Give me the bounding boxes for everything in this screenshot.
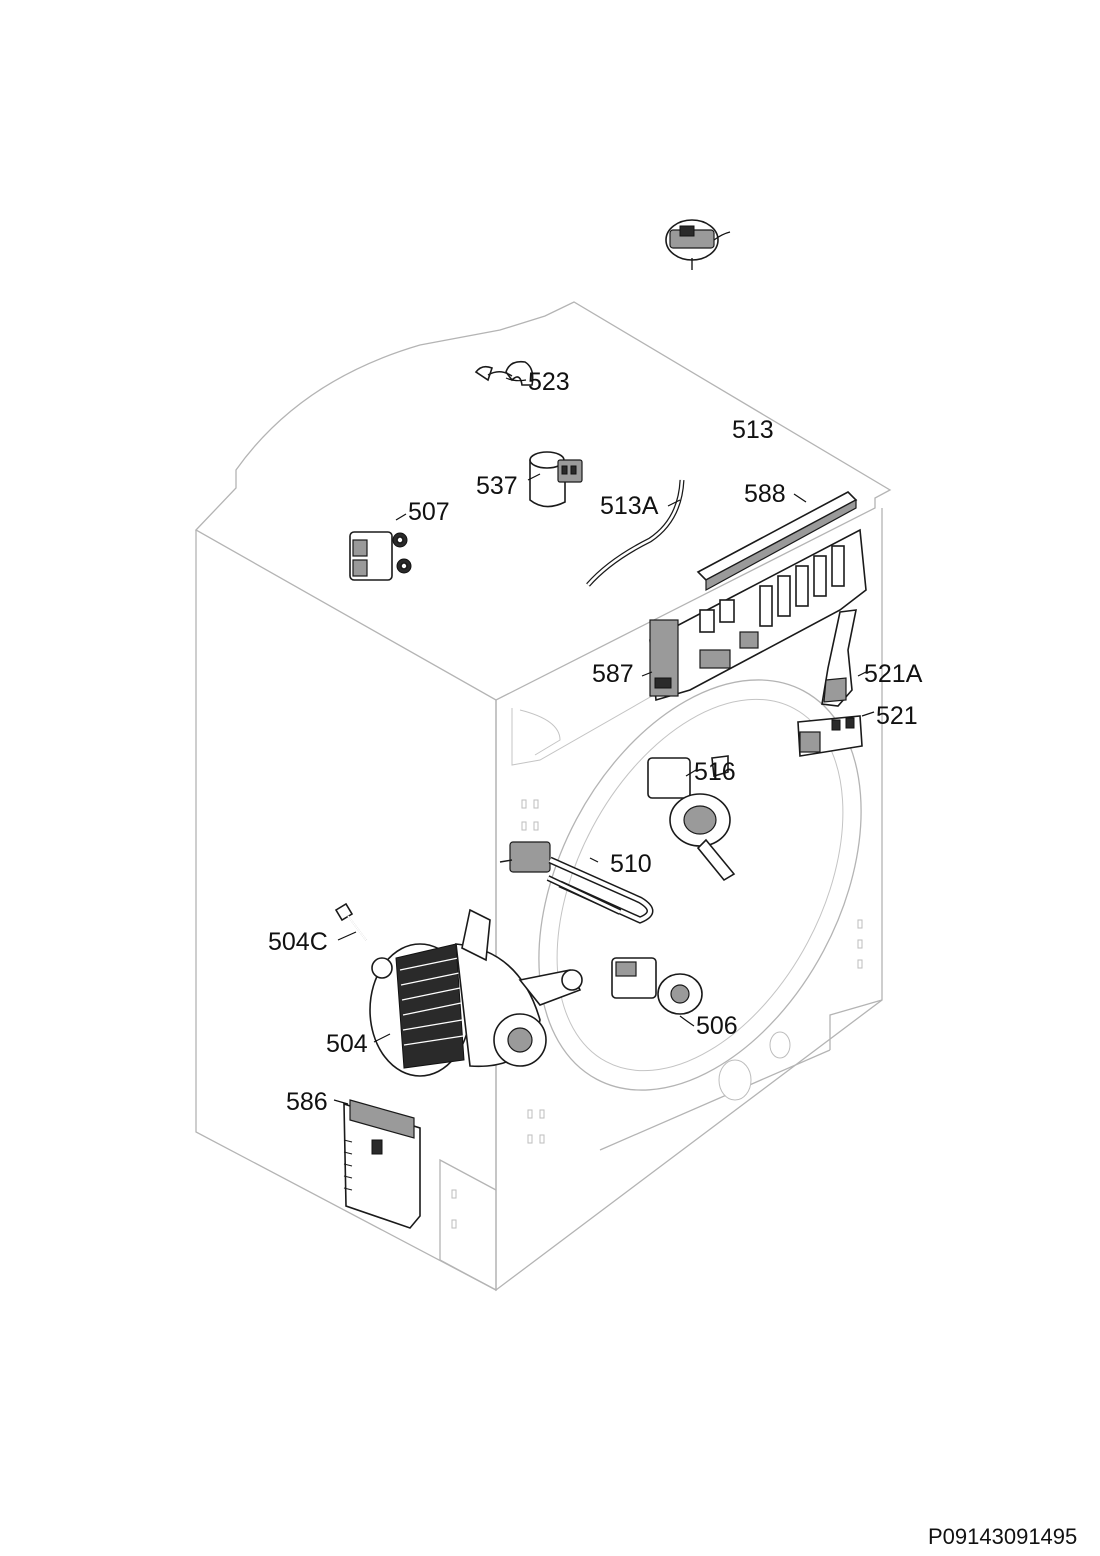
part-504c-screw (334, 902, 367, 941)
label-521: 521 (876, 702, 918, 730)
part-588-display-strip (696, 491, 858, 592)
part-506-drain-pump (611, 957, 703, 1015)
leader-lines (333, 231, 875, 1105)
part-513-pressure-switch (665, 219, 719, 270)
label-504c: 504C (268, 928, 328, 956)
part-516-pump (647, 755, 736, 882)
label-537: 537 (476, 472, 518, 500)
label-523: 523 (528, 368, 570, 396)
part-587-control-board (649, 528, 867, 702)
part-523-clip (474, 360, 534, 386)
part-586-module (343, 1099, 421, 1229)
part-507-inlet-valve (349, 531, 412, 581)
label-507: 507 (408, 498, 450, 526)
label-587: 587 (592, 660, 634, 688)
part-510-heater (499, 841, 654, 924)
board-components (699, 545, 845, 669)
label-588: 588 (744, 480, 786, 508)
label-510: 510 (610, 850, 652, 878)
label-516: 516 (694, 758, 736, 786)
part-521-door-lock (797, 715, 863, 757)
label-521a: 521A (864, 660, 923, 688)
label-586: 586 (286, 1088, 328, 1116)
label-506: 506 (696, 1012, 738, 1040)
label-513: 513 (732, 416, 774, 444)
label-513a: 513A (600, 492, 659, 520)
part-513a-hose (586, 479, 685, 587)
part-537-capacitor (529, 451, 583, 508)
washer-cabinet (194, 301, 892, 1292)
part-labels: 523 513 537 513A 588 507 587 521A 521 51… (268, 368, 923, 1116)
part-521a-lever (821, 609, 858, 707)
part-504-motor (369, 908, 583, 1077)
label-504: 504 (326, 1030, 368, 1058)
reference-code: P09143091495 (928, 1524, 1077, 1549)
